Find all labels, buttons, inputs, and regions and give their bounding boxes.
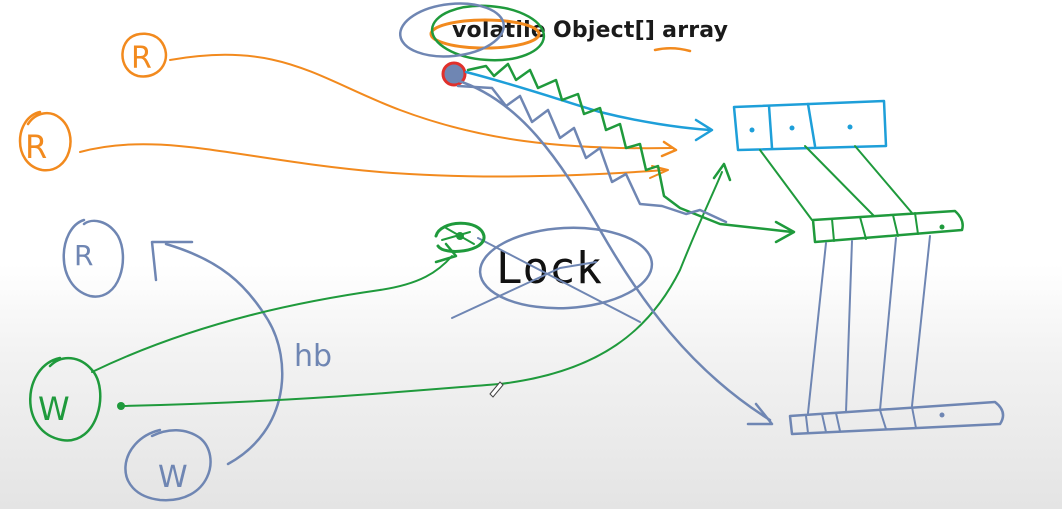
reader-label-3: R (74, 239, 93, 272)
lock-label: Lock (496, 243, 602, 294)
ref-arrow-blue (464, 70, 714, 142)
ref-arrow-slate-zigzag (454, 78, 774, 426)
writer-label-2: W (158, 460, 188, 495)
code-identifier: array (662, 18, 729, 43)
array-box-bottom (788, 400, 1005, 436)
lock-holder-icon (434, 221, 486, 253)
lock-sketch: Lock (451, 226, 654, 323)
array-box-top (732, 99, 888, 152)
code-type: Object[] (552, 18, 656, 43)
array-box-middle (811, 209, 964, 244)
pen-cursor-icon (489, 381, 504, 398)
writer-circle-2: W (124, 428, 212, 502)
writer-label-1: W (38, 390, 70, 428)
keyword-highlight (398, 2, 692, 62)
reader-label-1: R (131, 41, 152, 76)
reader-circle-1: R (121, 32, 168, 78)
reader-circle-3: R (62, 218, 125, 298)
happens-before-loop: hb (150, 240, 332, 466)
ref-arrow-green-zigzag (466, 62, 796, 244)
reader-circle-2: R (18, 110, 72, 172)
array-copy-links-green (759, 145, 913, 221)
reader-arrows (79, 53, 678, 179)
happens-before-label: hb (294, 339, 332, 374)
reference-dot (441, 61, 467, 87)
array-copy-links-slate (807, 235, 931, 414)
writer-circle-1: W (29, 356, 102, 442)
writer-green-lines (91, 162, 732, 410)
reader-label-2: R (25, 128, 47, 166)
